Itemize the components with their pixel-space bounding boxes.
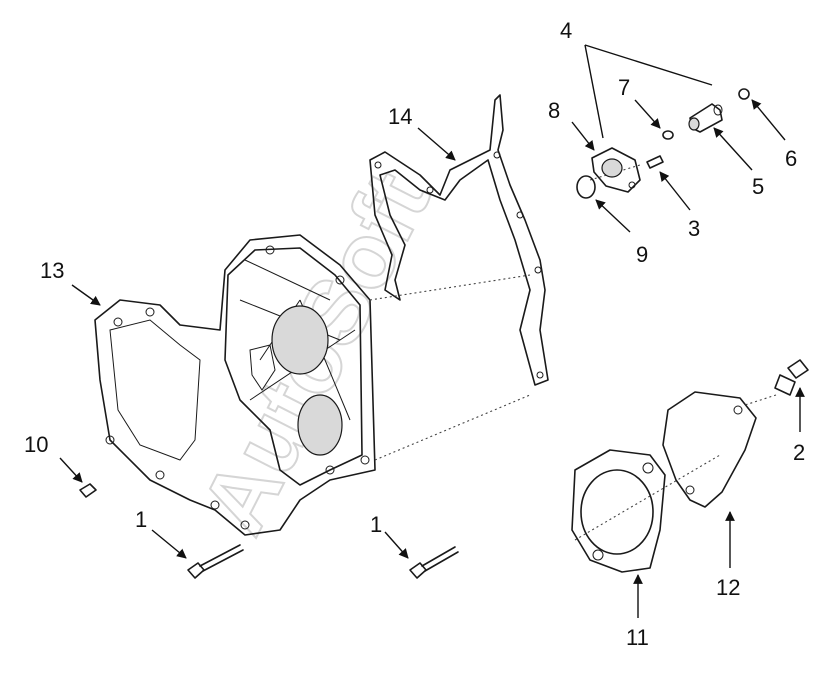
callout-5: 5 [752,174,764,199]
callout-11: 11 [626,625,649,650]
plug-part-7 [662,130,674,140]
callout-12: 12 [716,575,740,600]
callout-7: 7 [618,75,630,100]
screw-part-1-left [187,544,244,579]
callout-6: 6 [785,146,797,171]
plug-part-10 [79,483,97,498]
alignment-line [369,274,531,301]
alignment-line [574,454,721,541]
callout-9: 9 [636,242,648,267]
callout-1-left: 1 [135,507,147,532]
screw-part-2 [744,359,809,406]
screw-part-3 [646,155,664,169]
leader-lines [59,44,805,618]
callout-2: 2 [793,440,805,465]
gasket-part-11 [571,449,666,573]
callout-1-right: 1 [370,512,382,537]
callout-4: 4 [560,18,572,43]
screw-part-1-right [409,546,459,579]
callout-10: 10 [24,432,48,457]
alignment-line [374,394,531,461]
fitting-part-5 [688,103,723,133]
o-ring-part-9 [576,175,596,199]
gasket-part-14 [369,94,549,386]
housing-part-8 [591,147,641,193]
front-housing-part-13 [94,234,376,536]
callout-13: 13 [40,258,64,283]
cover-part-12 [662,391,757,508]
callout-3: 3 [688,216,700,241]
seal-ring-part-6 [738,88,750,100]
callout-8: 8 [548,98,560,123]
callout-14: 14 [388,104,412,129]
